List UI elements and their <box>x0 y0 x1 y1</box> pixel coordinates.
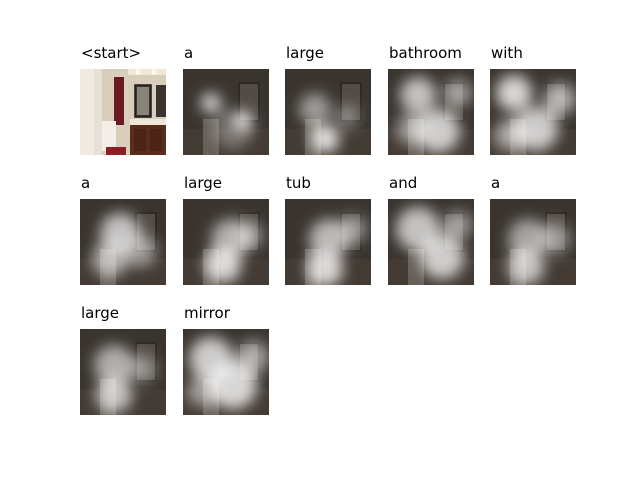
attention-map <box>490 69 576 155</box>
panel-word: large <box>184 174 223 192</box>
panel-word: large <box>286 44 325 62</box>
attention-map <box>183 199 269 285</box>
panel-word: and <box>389 174 418 192</box>
attention-map <box>388 69 474 155</box>
panel-word: a <box>184 44 194 62</box>
attention-map <box>388 199 474 285</box>
attention-map <box>80 199 166 285</box>
panel-word: large <box>81 304 120 322</box>
attention-map <box>285 69 371 155</box>
bathroom-photo <box>80 69 166 155</box>
panel-word: a <box>81 174 91 192</box>
attention-map <box>183 69 269 155</box>
attention-map <box>285 199 371 285</box>
panel-word: mirror <box>184 304 230 322</box>
panel-word: bathroom <box>389 44 462 62</box>
attention-map <box>80 329 166 415</box>
panel-word: <start> <box>81 44 142 62</box>
panel-word: with <box>491 44 523 62</box>
attention-map <box>490 199 576 285</box>
panel-word: a <box>491 174 501 192</box>
attention-map <box>183 329 269 415</box>
panel-word: tub <box>286 174 311 192</box>
